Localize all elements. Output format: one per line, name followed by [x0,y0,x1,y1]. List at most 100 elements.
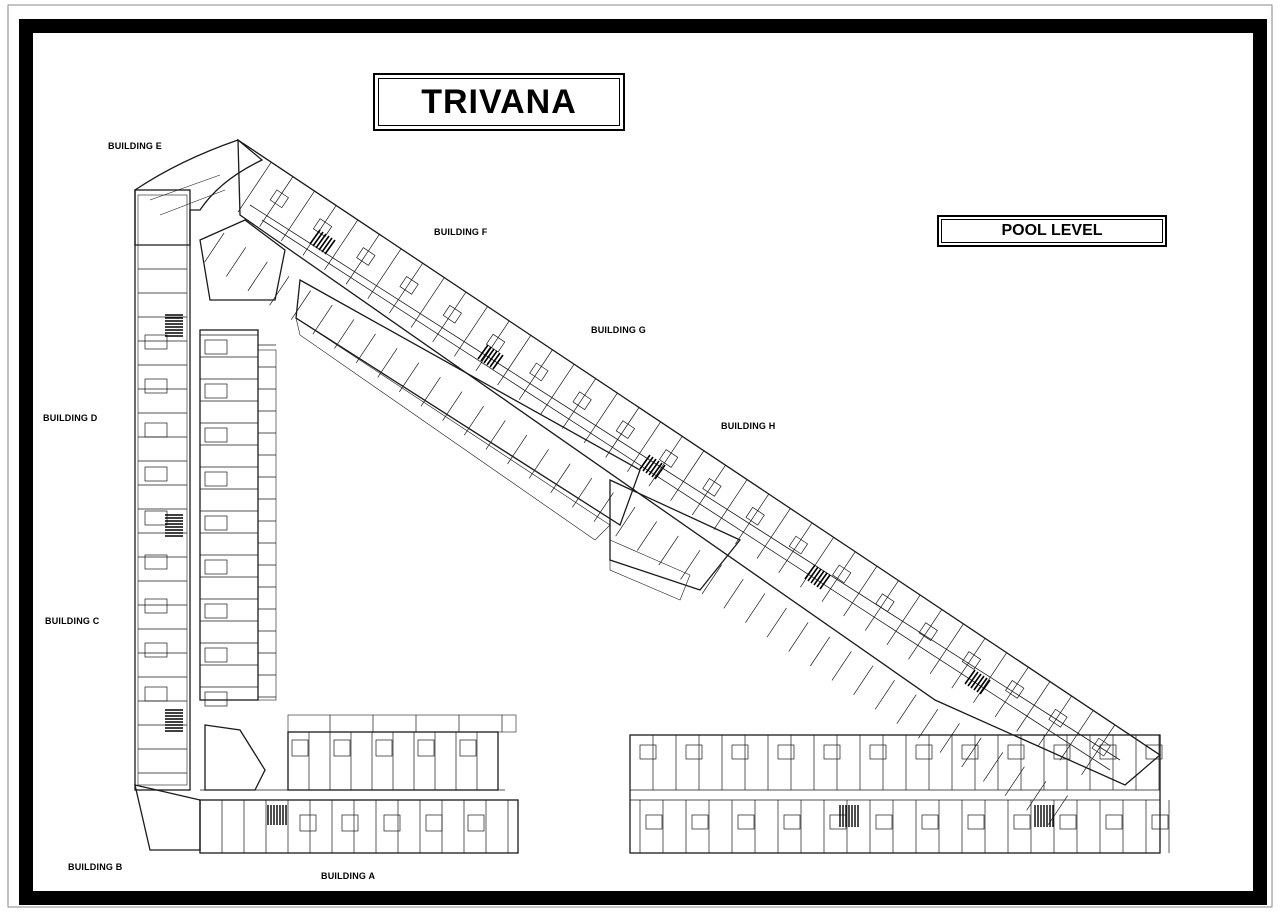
bathroom [442,304,462,324]
bathroom [685,744,703,760]
bathroom [144,686,168,702]
bathroom [144,422,168,438]
room-wall [627,421,661,473]
room-wall [636,521,657,551]
bathroom [691,814,709,830]
room-wall [259,176,294,227]
building-e-label: BUILDING E [108,141,163,151]
room-wall [432,291,467,343]
bathroom [1145,744,1163,760]
room-wall [518,349,553,400]
room-wall [367,248,402,299]
room-wall [442,391,463,421]
bathroom [1005,679,1025,699]
bathroom [204,383,228,399]
room-wall [528,449,549,479]
room-wall [951,638,986,689]
bathroom [269,189,289,209]
bathroom [1091,737,1111,757]
stair-tread [486,350,498,366]
stair-tread [813,570,825,586]
bathroom [1105,814,1123,830]
plan-title: TRIVANA [421,82,577,121]
room-wall [983,752,1004,782]
room-wall [280,190,315,242]
building-a-label: BUILDING A [321,871,376,881]
room-wall [226,247,247,277]
room-wall [453,306,488,357]
room-wall [973,652,1007,703]
stair-tread [816,572,828,588]
bathroom [144,642,168,658]
bathroom [144,598,168,614]
room-wall [701,564,722,595]
stair-tread [651,462,663,478]
room-wall [735,493,770,545]
bathroom [299,814,317,832]
room-wall [237,162,272,213]
bathroom [737,814,755,830]
bathroom [918,622,938,641]
bathroom [745,506,765,526]
stair-tread [648,460,660,476]
west-wing-buildings-c-d [134,189,277,791]
room-wall [485,420,506,450]
bathroom [312,218,333,238]
stair-tread [804,564,816,580]
room-wall [680,550,701,580]
room-wall [475,320,510,372]
outer-frame [7,4,1273,908]
bathroom [875,814,893,830]
stair-tread [477,344,489,360]
stair-tread [973,675,985,691]
stair-tread [970,673,982,689]
bathroom [356,247,376,266]
stair-tread [979,679,991,695]
stair-tread [321,237,333,253]
bathroom [915,744,933,760]
stair-tread [489,352,501,368]
building-d-label: BUILDING D [43,413,98,423]
room-wall [334,319,355,349]
room-wall [723,578,744,609]
room-wall [269,275,290,306]
bathroom [783,814,801,830]
bathroom [375,739,393,757]
room-wall [745,593,766,623]
room-wall [355,333,376,364]
level-label: POOL LEVEL [1001,222,1103,239]
southeast-block [629,734,1170,854]
bathroom [204,691,228,707]
south-wing-buildings-a-b [134,714,519,854]
room-wall [939,723,960,753]
stair-tread [645,458,657,474]
room-wall [864,580,899,631]
bathroom [1048,708,1068,728]
stair-tread [309,229,321,245]
bathroom [204,559,228,575]
room-wall [312,304,333,335]
building-h-label: BUILDING H [721,421,776,431]
room-wall [345,234,380,285]
room-wall [420,376,441,407]
room-wall [670,450,705,501]
bathroom [204,339,228,355]
bathroom [615,420,636,440]
bathroom [921,814,939,830]
bathroom [459,739,477,757]
bathroom [967,814,985,830]
diagonal-wing-buildings-f-g-h [204,138,1162,825]
bathroom [1099,744,1117,760]
building-f-label: BUILDING F [434,227,488,237]
room-wall [658,535,679,566]
bathroom [788,535,809,555]
bathroom [1059,814,1077,830]
bathroom [1053,744,1071,760]
room-wall [831,651,852,681]
bathroom [204,515,228,531]
bathroom [1013,814,1031,830]
room-wall [778,522,813,573]
bathroom [204,647,228,663]
stair-tread [807,566,819,582]
